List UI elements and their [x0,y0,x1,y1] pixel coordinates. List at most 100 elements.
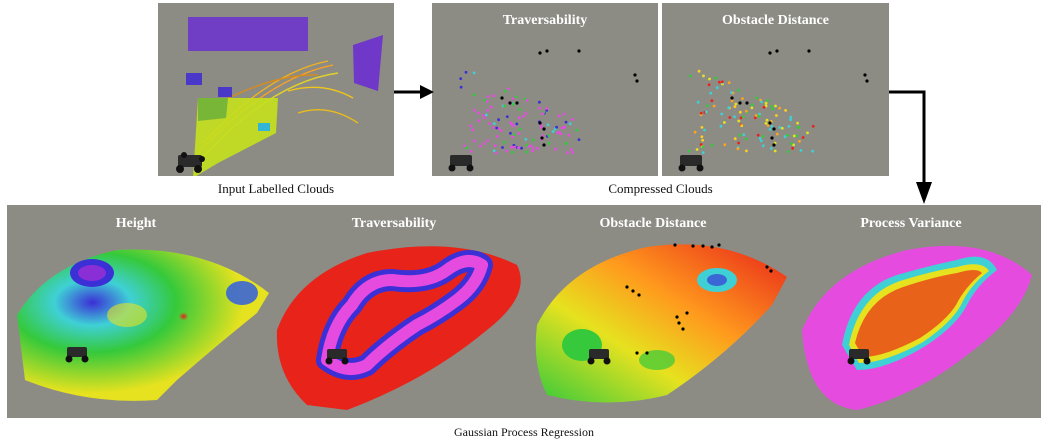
cloud-point [473,108,476,112]
cloud-point [689,74,692,78]
cloud-point [545,107,549,110]
cloud-point [771,107,775,111]
cloud-point [512,133,516,137]
cloud-point [796,121,799,125]
cloud-point [577,138,581,142]
cloud-point [547,141,551,145]
cloud-point [699,143,703,146]
obstacle-distance-points [678,49,869,172]
cloud-point [791,146,794,150]
cloud-point [510,145,513,149]
cloud-point [733,115,736,119]
cloud-point [505,115,509,118]
cloud-point [469,150,473,153]
cloud-point [482,113,485,117]
cloud-point [524,112,528,115]
cloud-point [723,143,727,147]
cloud-point [536,147,539,150]
cloud-point [504,89,507,93]
cloud-point [700,126,704,129]
cloud-point [566,151,569,155]
cloud-point [511,135,515,139]
cloud-point [774,104,777,108]
gpr-obstacle-distance-map [535,243,787,403]
obstacle-point [538,51,542,55]
gpr-obstacle-distance-title: Obstacle Distance [599,216,707,231]
cloud-point [524,150,528,154]
cloud-point [778,126,782,129]
cloud-point [709,91,713,95]
cloud-point [541,112,545,115]
robot-icon [65,347,89,363]
cloud-point [745,149,748,153]
cloud-point [511,103,515,106]
cloud-point [702,74,705,78]
input-clouds-panel [158,3,394,176]
cloud-point [486,139,490,142]
cloud-point [742,133,746,137]
cloud-point [568,122,572,126]
cloud-point [518,127,522,131]
cloud-point [811,124,815,128]
input-clouds-figure [176,17,383,176]
cloud-point [497,118,500,122]
cloud-point [737,88,740,92]
cloud-point [764,101,768,105]
obstacle-point [863,73,867,77]
obstacle-point [772,143,776,147]
cloud-point [737,119,741,123]
cloud-point [520,146,523,150]
cloud-point [710,99,714,103]
obstacle-point [807,49,811,53]
cloud-point [564,141,568,145]
cloud-point [759,139,763,143]
obstacle-point [768,121,772,125]
cloud-point [806,131,809,135]
obstacle-point [540,136,544,140]
cloud-point [739,116,743,120]
cloud-point [554,147,557,151]
cloud-point [765,118,769,122]
obstacle-point [768,51,772,55]
cloud-point [712,104,716,108]
arrow-icon [889,90,932,204]
cloud-point [509,131,512,135]
cloud-point [567,133,571,137]
cloud-point [459,85,463,89]
cloud-point [715,86,719,90]
cloud-point [761,144,765,148]
cloud-point [707,83,711,87]
cloud-point [518,108,521,111]
obstacle-point [738,101,742,105]
obstacle-point [515,101,519,105]
gpr-maps [17,243,1032,410]
robot-icon [847,349,871,365]
compressed-traversability-panel: Traversability [432,3,658,176]
cloud-point [741,97,744,100]
cloud-point [525,143,529,147]
cloud-point [727,106,731,109]
cloud-point [538,106,542,110]
cloud-point [770,105,774,108]
cloud-point [704,110,708,114]
gpr-traversability-map [276,246,521,410]
cloud-point [491,126,495,129]
cloud-point [778,106,781,110]
gpr-process-variance-map [802,245,1032,410]
cloud-point [754,114,758,117]
cloud-point [492,149,496,153]
traversability-points [448,49,639,172]
obstacle-point [635,79,639,83]
cloud-point [728,116,732,119]
obstacle-point [730,96,734,100]
cloud-point [701,151,705,155]
cloud-point [718,80,721,84]
cloud-point [730,99,734,103]
cloud-point [727,81,731,85]
cloud-point [473,93,476,97]
cloud-point [564,120,568,124]
cloud-point [482,116,486,120]
cloud-point [733,105,737,108]
cloud-point [471,128,474,132]
cloud-point [723,121,726,124]
